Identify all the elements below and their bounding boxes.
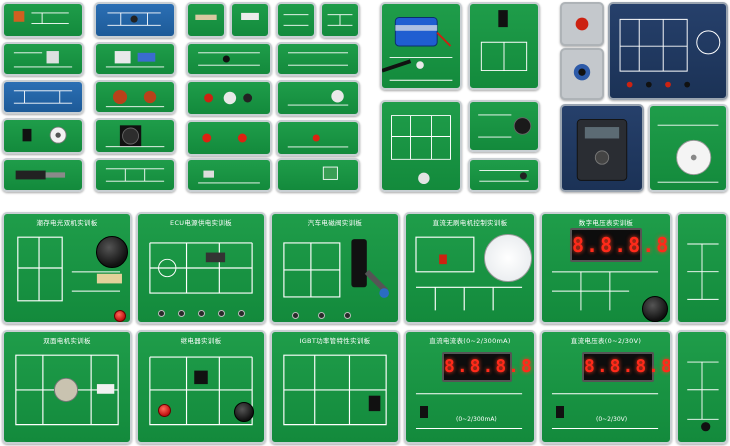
board-title: 汽车电磁阀实训板 (307, 219, 363, 227)
board-bottom-2-2: 继电器实训板 (136, 330, 266, 444)
board-control-circuit (380, 100, 462, 192)
potentiometer-knob (234, 402, 254, 422)
red-button (114, 310, 126, 322)
board-resistor-network (186, 2, 226, 38)
board-small-relay (2, 2, 84, 38)
terminal-jack (344, 312, 351, 319)
board-bottom-1-6-cut (676, 212, 728, 324)
board-encoder-disc (648, 104, 728, 192)
board-fan (94, 118, 176, 154)
board-transistor (94, 158, 176, 192)
range-knob (642, 296, 668, 322)
board-title: 双面电机实训板 (43, 337, 91, 345)
board-op-amp (276, 42, 360, 76)
board-title: ECU电源供电实训板 (170, 219, 232, 227)
board-inductor (94, 80, 176, 114)
terminal-jack (292, 312, 299, 319)
board-push-buttons (186, 120, 272, 156)
board-led-indicator-gray (560, 2, 604, 46)
board-bottom-1-1: 潮存电光双机实训板 (2, 212, 132, 324)
board-bottom-1-4: 直流无刷电机控制实训板 (404, 212, 536, 324)
board-diode (230, 2, 270, 38)
board-led (276, 2, 316, 38)
board-dip (276, 158, 360, 192)
board-bottom-2-5: 直流电压表(0~2/30V) 8.8.8.8 (0~2/30V) (540, 330, 672, 444)
board-lamp (186, 80, 272, 116)
board-title: 直流无刷电机控制实训板 (432, 219, 508, 227)
terminal-jack (198, 310, 205, 317)
board-speaker (468, 100, 540, 152)
board-title: 继电器实训板 (180, 337, 222, 345)
board-title: 直流电流表(0~2/300mA) (429, 337, 511, 345)
voltmeter-range-label: (0~2/30V) (596, 416, 628, 423)
board-bottom-2-4: 直流电流表(0~2/300mA) 8.8.8.8 (0~2/300mA) (404, 330, 536, 444)
terminal-jack (218, 310, 225, 317)
board-bottom-2-1: 双面电机实训板 (2, 330, 132, 444)
board-bottom-2-6-cut (676, 330, 728, 444)
power-switch (556, 406, 564, 418)
board-title: 潮存电光双机实训板 (36, 219, 98, 227)
board-motor-driver-blue (94, 2, 176, 38)
voltmeter-display-bottom: 8.8.8.8 (582, 352, 670, 382)
board-photo-sensor (2, 42, 84, 76)
ammeter-range-label: (0~2/300mA) (456, 416, 497, 423)
board-heater (2, 158, 84, 192)
red-button (158, 404, 171, 417)
board-title: IGBT功率管特性实训板 (299, 337, 371, 345)
power-switch (420, 406, 428, 418)
terminal-jack (318, 312, 325, 319)
terminal-jack (158, 310, 165, 317)
board-potentiometer (186, 42, 272, 76)
board-motor-terminal (560, 48, 604, 100)
board-light-sensor (276, 80, 360, 116)
board-timer (276, 120, 360, 156)
board-switch-buzzer (2, 118, 84, 154)
board-inverter (560, 104, 644, 192)
terminal-jack (238, 310, 245, 317)
board-bottom-1-2: ECU电源供电实训板 (136, 212, 266, 324)
encoder-disc (484, 234, 532, 282)
board-capacitor (94, 42, 176, 76)
board-logic (320, 2, 360, 38)
board-bottom-1-5: 数字电压表实训板 8.8.8.8 (540, 212, 672, 324)
board-bottom-2-3: IGBT功率管特性实训板 (270, 330, 400, 444)
board-mini-connector (468, 158, 540, 192)
ammeter-display: 8.8.8.8 (442, 352, 532, 382)
board-dc-motor-driver (608, 2, 728, 100)
potentiometer-knob (96, 236, 128, 268)
board-temperature-probe (468, 2, 540, 90)
terminal-jack (178, 310, 185, 317)
board-title: 数字电压表实训板 (578, 219, 634, 227)
board-slide-switch (186, 158, 272, 192)
board-title: 直流电压表(0~2/30V) (570, 337, 642, 345)
board-blue-circuit (2, 80, 84, 114)
board-battery-pack (380, 2, 462, 90)
board-bottom-1-3: 汽车电磁阀实训板 (270, 212, 400, 324)
